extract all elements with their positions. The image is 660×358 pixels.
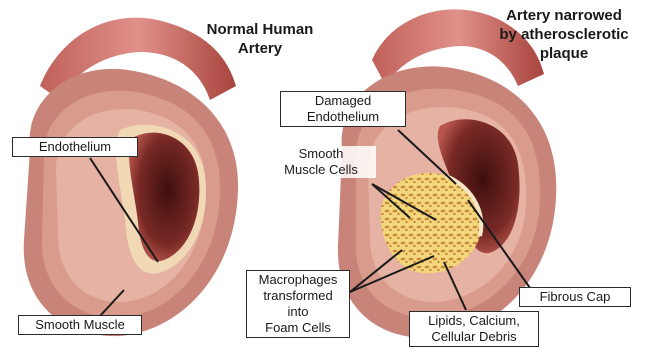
smooth-muscle-label: Smooth Muscle bbox=[18, 315, 142, 335]
narrowed-artery-title: Artery narrowed by atherosclerotic plaqu… bbox=[470, 6, 658, 63]
smooth-muscle-cells-label: Smooth Muscle Cells bbox=[266, 146, 376, 178]
endothelium-label: Endothelium bbox=[12, 137, 138, 157]
damaged-endothelium-label: Damaged Endothelium bbox=[280, 91, 406, 127]
lipids-label: Lipids, Calcium, Cellular Debris bbox=[409, 311, 539, 347]
normal-artery bbox=[24, 18, 238, 336]
macrophages-label: Macrophages transformed into Foam Cells bbox=[246, 270, 350, 338]
normal-artery-title: Normal Human Artery bbox=[180, 20, 340, 58]
fibrous-cap-label: Fibrous Cap bbox=[519, 287, 631, 307]
